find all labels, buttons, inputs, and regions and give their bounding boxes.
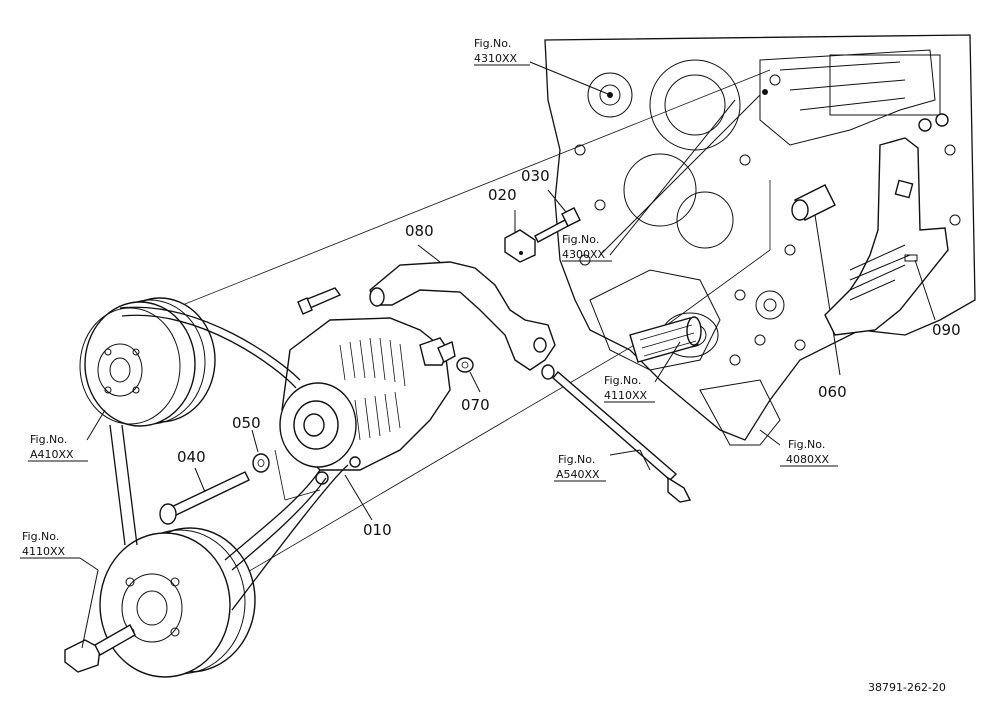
fig-ref-4310xx: Fig.No. 4310XX — [474, 37, 530, 66]
part-050-washer — [251, 429, 270, 473]
fig-ref-4110xx-center: Fig.No. 4110XX — [604, 374, 655, 403]
svg-text:Fig.No.: Fig.No. — [22, 530, 59, 543]
svg-text:Fig.No.: Fig.No. — [604, 374, 641, 387]
figure-reference-labels: Fig.No. 4310XX Fig.No. 4300XX Fig.No. 41… — [20, 37, 838, 559]
long-bolt — [541, 364, 692, 503]
label-080: 080 — [405, 222, 434, 240]
fan-pulley — [79, 297, 216, 427]
svg-text:4110XX: 4110XX — [604, 389, 648, 402]
assembly-frame — [119, 69, 771, 601]
fig-ref-4300xx: Fig.No. 4300XX — [562, 233, 612, 262]
fig-ref-a540xx: Fig.No. A540XX — [554, 453, 606, 482]
svg-text:Fig.No.: Fig.No. — [30, 433, 67, 446]
part-040-bolt — [159, 467, 250, 525]
v-belt — [109, 306, 349, 611]
svg-text:Fig.No.: Fig.No. — [788, 438, 825, 451]
drawing-code: 38791-262-20 — [868, 681, 946, 694]
svg-text:A540XX: A540XX — [556, 468, 600, 481]
label-060: 060 — [818, 383, 847, 401]
label-020: 020 — [488, 186, 517, 204]
part-number-labels: 010 020 030 040 050 060 070 080 090 — [177, 167, 961, 539]
label-030: 030 — [521, 167, 550, 185]
part-070-nut — [456, 357, 481, 393]
label-070: 070 — [461, 396, 490, 414]
svg-text:Fig.No.: Fig.No. — [558, 453, 595, 466]
svg-text:4310XX: 4310XX — [474, 52, 518, 65]
alternator-fins — [339, 337, 406, 441]
part-080-adjust-bracket — [369, 244, 556, 371]
part-020-nut — [504, 210, 536, 263]
bracket-bolt — [297, 287, 342, 315]
part-030-bolt — [534, 189, 581, 243]
part-090-bracket — [824, 113, 949, 336]
svg-text:4080XX: 4080XX — [786, 453, 830, 466]
part-010-alternator — [279, 317, 456, 521]
part-060-spacer — [791, 184, 841, 376]
fig-ref-4110xx-left: Fig.No. 4110XX — [20, 530, 80, 559]
fig-ref-a410xx: Fig.No. A410XX — [28, 433, 88, 462]
svg-text:4110XX: 4110XX — [22, 545, 66, 558]
crank-pulley — [64, 527, 256, 678]
svg-text:Fig.No.: Fig.No. — [562, 233, 599, 246]
svg-text:4300XX: 4300XX — [562, 248, 606, 261]
label-090: 090 — [932, 321, 961, 339]
label-010: 010 — [363, 521, 392, 539]
leader-lines — [79, 61, 781, 649]
svg-text:Fig.No.: Fig.No. — [474, 37, 511, 50]
label-050: 050 — [232, 414, 261, 432]
drive-shaft — [629, 316, 702, 363]
label-040: 040 — [177, 448, 206, 466]
svg-text:A410XX: A410XX — [30, 448, 74, 461]
fig-ref-4080xx: Fig.No. 4080XX — [780, 438, 838, 467]
engine-block — [544, 34, 976, 446]
